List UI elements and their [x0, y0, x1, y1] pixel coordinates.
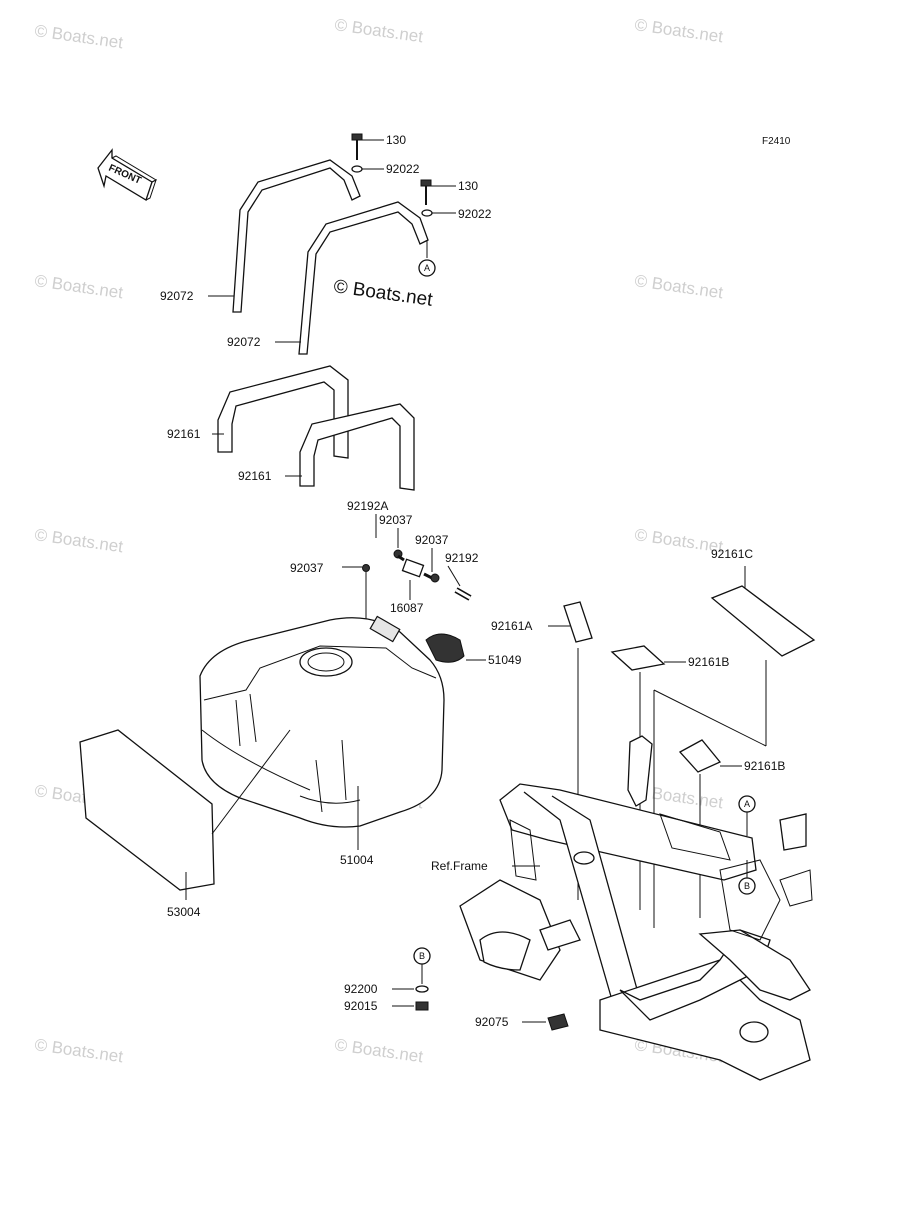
label-92037: 92037	[290, 561, 324, 575]
bumper-92075	[547, 1013, 569, 1031]
watermark-text: © Boats.net	[33, 1035, 124, 1066]
watermark-text: © Boats.net	[33, 271, 124, 302]
front-arrow-icon: FRONT	[97, 148, 158, 201]
callout-b-label: B	[744, 881, 750, 891]
label-92161b: 92161B	[744, 759, 785, 773]
label-92072: 92072	[160, 289, 194, 303]
washer-92200	[415, 985, 429, 993]
clamp-92037	[362, 564, 370, 572]
label-92037: 92037	[415, 533, 449, 547]
figure-code: F2410	[762, 136, 791, 147]
watermark-text: © Boats.net	[633, 271, 724, 302]
pad-92161c	[710, 585, 816, 657]
pad-92161-a	[217, 365, 349, 459]
callout-b-label: B	[419, 951, 425, 961]
pad-92161-b	[299, 403, 415, 491]
center-watermark: © Boats.net	[332, 276, 434, 311]
label-53004: 53004	[167, 905, 201, 919]
label-16087: 16087	[390, 601, 424, 615]
callout-a-label: A	[744, 799, 750, 809]
pad-92161b-b	[678, 739, 722, 773]
watermark-text: © Boats.net	[33, 525, 124, 556]
label-130: 130	[458, 179, 478, 193]
label-92161: 92161	[167, 427, 201, 441]
fuel-cap-51049	[425, 633, 465, 663]
label-ref-frame: Ref.Frame	[431, 859, 488, 873]
pad-92161b-a	[610, 645, 666, 671]
watermark-text: © Boats.net	[333, 15, 424, 46]
heat-shield-53004	[79, 729, 215, 891]
label-92161c: 92161C	[711, 547, 753, 561]
label-51049: 51049	[488, 653, 522, 667]
strap-92072-b	[298, 201, 429, 355]
fuel-tank-51004	[199, 617, 445, 828]
watermark-text: © Boats.net	[33, 21, 124, 52]
clamp-92037	[430, 573, 440, 583]
watermark-text: © Boats.net	[333, 1035, 424, 1066]
label-92200: 92200	[344, 982, 378, 996]
filler-neck	[369, 615, 401, 643]
label-92161a: 92161A	[491, 619, 532, 633]
label-92022: 92022	[458, 207, 492, 221]
callout-a-label: A	[424, 263, 430, 273]
strap-92072-a	[232, 159, 361, 313]
bolt-130-lower	[420, 179, 433, 217]
label-92192a: 92192A	[347, 499, 388, 513]
label-92192: 92192	[445, 551, 479, 565]
reference-frame	[459, 735, 813, 1081]
label-92072: 92072	[227, 335, 261, 349]
label-130: 130	[386, 133, 406, 147]
callout-a-top	[418, 259, 436, 277]
label-92022: 92022	[386, 162, 420, 176]
hose-92192	[454, 587, 472, 601]
label-92161b: 92161B	[688, 655, 729, 669]
pad-92161a	[563, 601, 593, 643]
label-92161: 92161	[238, 469, 272, 483]
label-92015: 92015	[344, 999, 378, 1013]
watermark-text: © Boats.net	[633, 15, 724, 46]
valve-16087	[397, 554, 433, 580]
nut-92015	[415, 1001, 429, 1011]
bolt-130-upper	[351, 133, 363, 173]
label-51004: 51004	[340, 853, 374, 867]
label-92037: 92037	[379, 513, 413, 527]
label-92075: 92075	[475, 1015, 509, 1029]
